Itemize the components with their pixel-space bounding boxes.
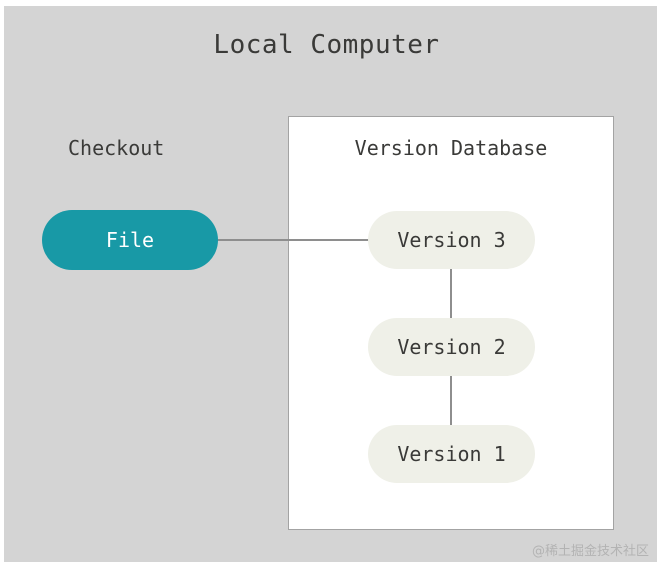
connector-version2-to-version1 <box>450 375 452 428</box>
connector-file-to-version3 <box>216 239 370 241</box>
version-node-label: Version 1 <box>397 442 506 466</box>
version-node-version-2[interactable]: Version 2 <box>368 318 535 376</box>
connector-version3-to-version2 <box>450 268 452 321</box>
checkout-label: Checkout <box>68 136 165 160</box>
version-node-version-1[interactable]: Version 1 <box>368 425 535 483</box>
file-node[interactable]: File <box>42 210 218 270</box>
file-node-label: File <box>105 228 155 252</box>
watermark: @稀土掘金技术社区 <box>531 544 649 559</box>
version-database-title: Version Database <box>354 136 548 160</box>
version-node-label: Version 2 <box>397 335 506 359</box>
local-computer-title: Local Computer <box>213 30 440 60</box>
version-node-label: Version 3 <box>397 228 506 252</box>
version-node-version-3[interactable]: Version 3 <box>368 211 535 269</box>
